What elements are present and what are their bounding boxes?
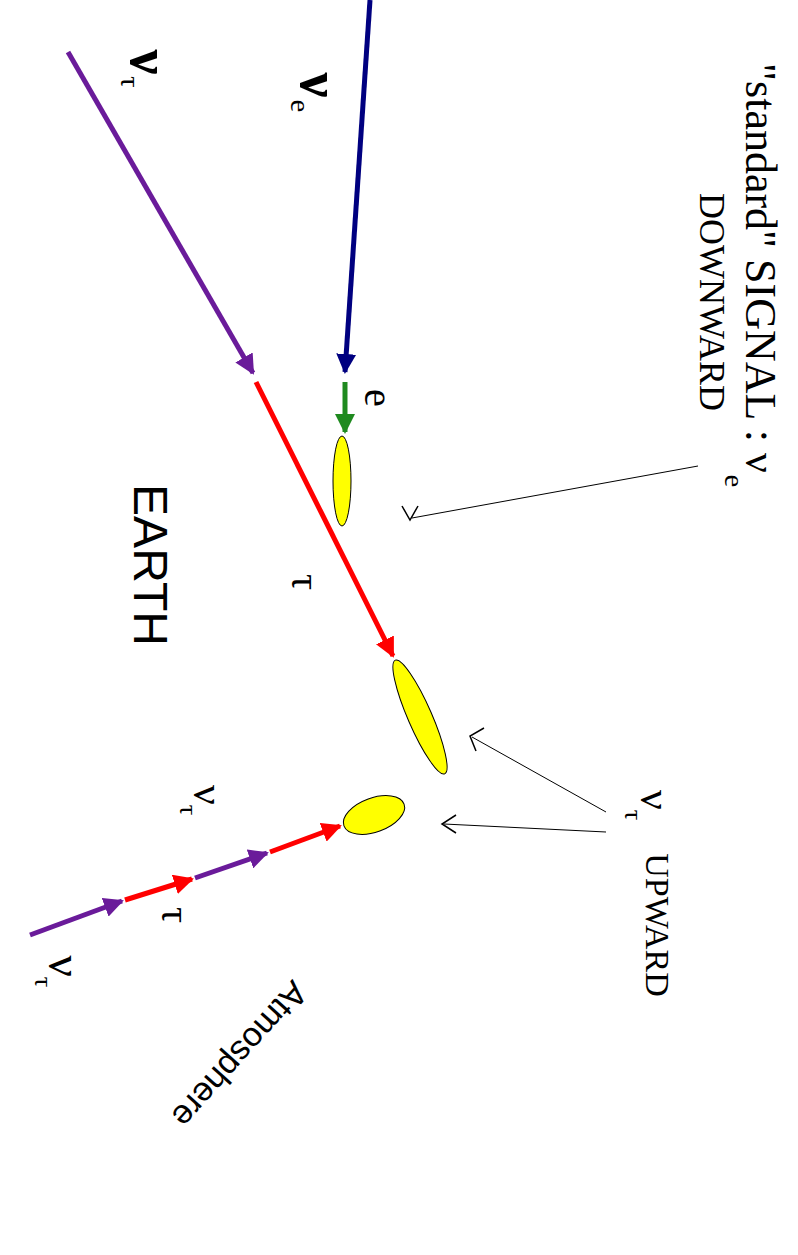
particle-symbol: τ [285, 574, 325, 590]
leader-line [444, 824, 606, 832]
shower [338, 788, 410, 842]
direction-label: DOWNWARD [694, 193, 730, 411]
subscript: e [286, 100, 314, 112]
region-outline [88, 183, 344, 1070]
signal-title: "standard" SIGNAL : ν [738, 63, 782, 473]
particle-symbol: e [358, 389, 398, 407]
shower [333, 436, 351, 526]
nu-tau-track [195, 853, 267, 878]
subscript: τ [30, 977, 56, 987]
particle-symbol: ν [292, 72, 348, 97]
subscript: τ [620, 810, 646, 820]
particle-symbol: τ [155, 907, 195, 923]
particle-symbol: ν [186, 785, 230, 805]
region-name: Atmosphere [166, 976, 314, 1135]
subscript: τ [116, 77, 144, 88]
electron-track [343, 382, 348, 432]
shower [384, 655, 455, 778]
leader-line [412, 466, 698, 518]
particle-symbol: ν [122, 49, 178, 74]
region-name: EARTH [126, 484, 174, 646]
leader-mark [402, 506, 418, 520]
region-fill [88, 10, 470, 1250]
leader-mark [442, 815, 456, 833]
region-fill [88, 183, 344, 1070]
leader-line [472, 737, 606, 812]
particle-symbol: ν [633, 790, 677, 810]
direction-label: UPWARD [640, 853, 674, 997]
nu-e-track [345, 0, 370, 372]
nu-tau-track [30, 901, 122, 935]
tau-track [270, 826, 340, 852]
leader-mark [470, 728, 484, 751]
subscript: e [720, 475, 748, 487]
region-outline [88, 10, 470, 1250]
tau-track [125, 879, 192, 900]
nu-tau-track [68, 52, 253, 373]
subscript: τ [175, 805, 201, 815]
particle-symbol: ν [41, 955, 89, 977]
tau-track [256, 382, 393, 656]
